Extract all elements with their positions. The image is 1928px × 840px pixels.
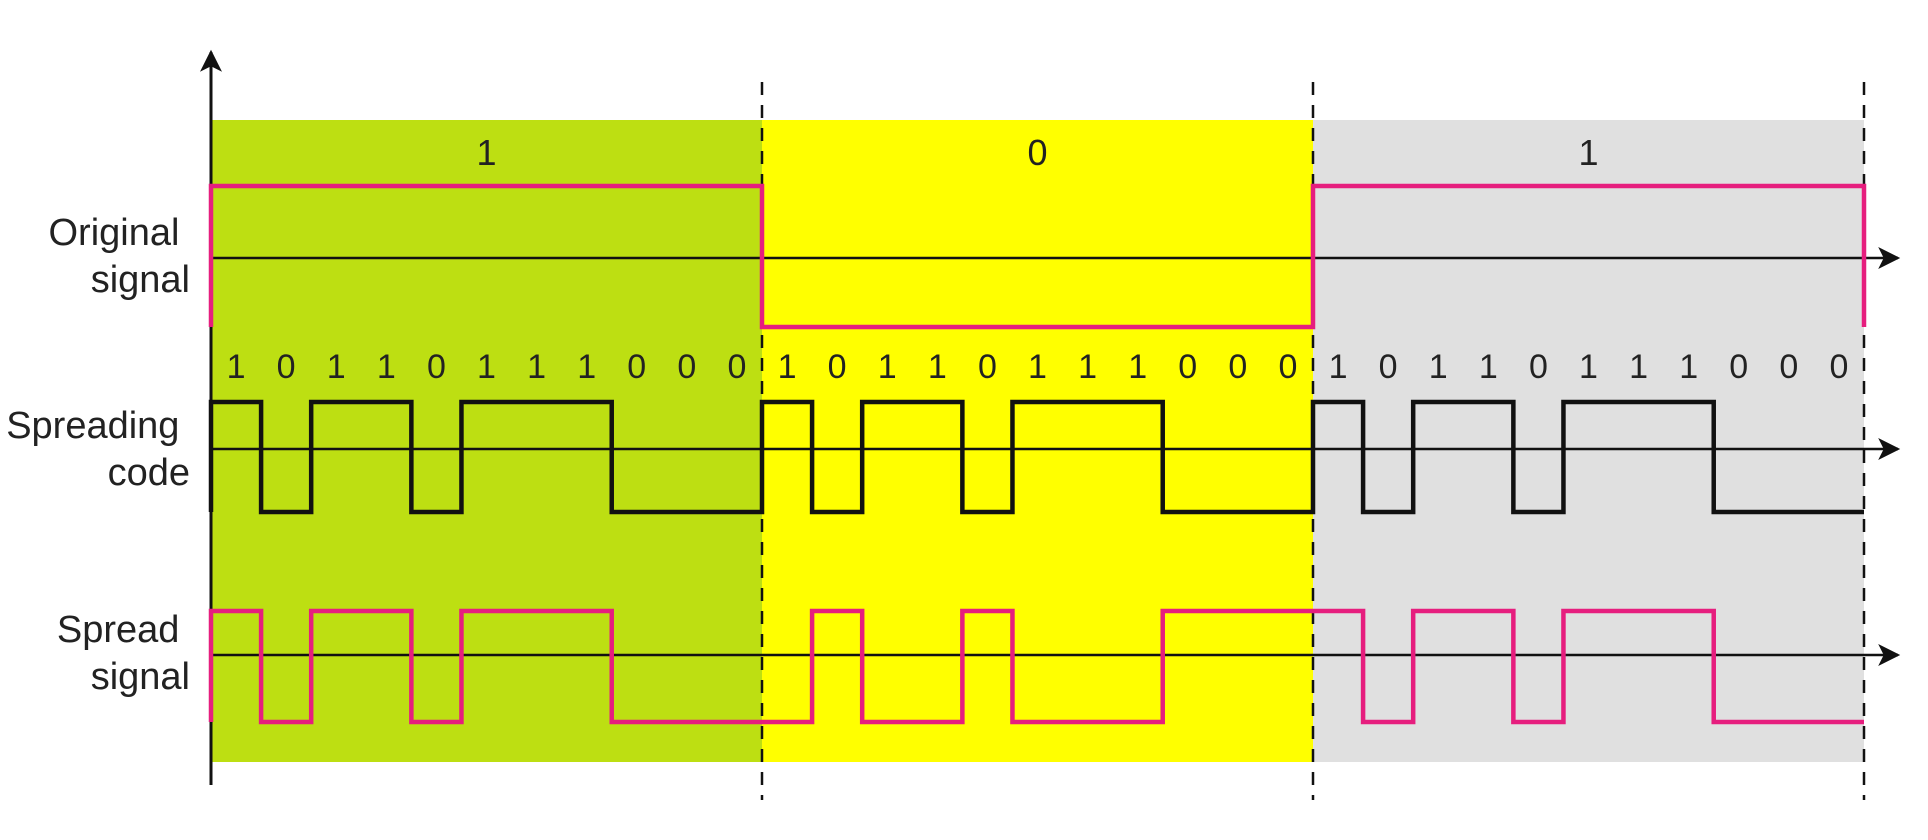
chip-label: 0 bbox=[828, 348, 847, 386]
chip-label: 1 bbox=[928, 348, 947, 386]
spreading-code-label: Spreading code bbox=[6, 405, 190, 494]
bit-band-0 bbox=[211, 120, 762, 762]
data-bit-label-1: 0 bbox=[1027, 132, 1047, 173]
chip-label: 1 bbox=[577, 348, 596, 386]
spread-signal-label: Spread signal bbox=[57, 609, 190, 698]
chip-label: 0 bbox=[1779, 348, 1798, 386]
chip-label: 0 bbox=[978, 348, 997, 386]
data-bit-labels: 1 0 1 bbox=[476, 132, 1598, 173]
data-bit-label-2: 1 bbox=[1578, 132, 1598, 173]
chip-label: 1 bbox=[377, 348, 396, 386]
original-signal-label: Original signal bbox=[48, 212, 190, 301]
chip-label: 0 bbox=[677, 348, 696, 386]
chip-label: 1 bbox=[227, 348, 246, 386]
chip-label: 1 bbox=[778, 348, 797, 386]
chip-label: 1 bbox=[1329, 348, 1348, 386]
spreading-code-waveform bbox=[208, 399, 1864, 515]
chip-label: 1 bbox=[477, 348, 496, 386]
chip-label: 1 bbox=[1579, 348, 1598, 386]
chip-label: 0 bbox=[1278, 348, 1297, 386]
chip-label: 1 bbox=[1429, 348, 1448, 386]
chip-label: 1 bbox=[1028, 348, 1047, 386]
chip-label: 0 bbox=[427, 348, 446, 386]
chip-label: 0 bbox=[1729, 348, 1748, 386]
data-bit-label-0: 1 bbox=[476, 132, 496, 173]
bit-band-2 bbox=[1313, 120, 1864, 762]
chip-label: 0 bbox=[1379, 348, 1398, 386]
chip-label: 0 bbox=[277, 348, 296, 386]
chip-label: 1 bbox=[1479, 348, 1498, 386]
chip-label: 1 bbox=[1629, 348, 1648, 386]
chip-label: 1 bbox=[527, 348, 546, 386]
bit-band-1 bbox=[762, 120, 1313, 762]
original-signal-waveform bbox=[208, 183, 1867, 330]
chip-label: 0 bbox=[727, 348, 746, 386]
bit-bands bbox=[211, 120, 1864, 762]
chip-label: 1 bbox=[878, 348, 897, 386]
chip-label: 0 bbox=[1178, 348, 1197, 386]
chip-label: 0 bbox=[1529, 348, 1548, 386]
chip-label: 1 bbox=[327, 348, 346, 386]
chip-label: 0 bbox=[627, 348, 646, 386]
chip-label: 1 bbox=[1679, 348, 1698, 386]
spread-signal-waveform bbox=[208, 608, 1864, 725]
chip-label: 0 bbox=[1829, 348, 1848, 386]
chip-label: 1 bbox=[1078, 348, 1097, 386]
chip-label: 1 bbox=[1128, 348, 1147, 386]
chip-label: 0 bbox=[1228, 348, 1247, 386]
